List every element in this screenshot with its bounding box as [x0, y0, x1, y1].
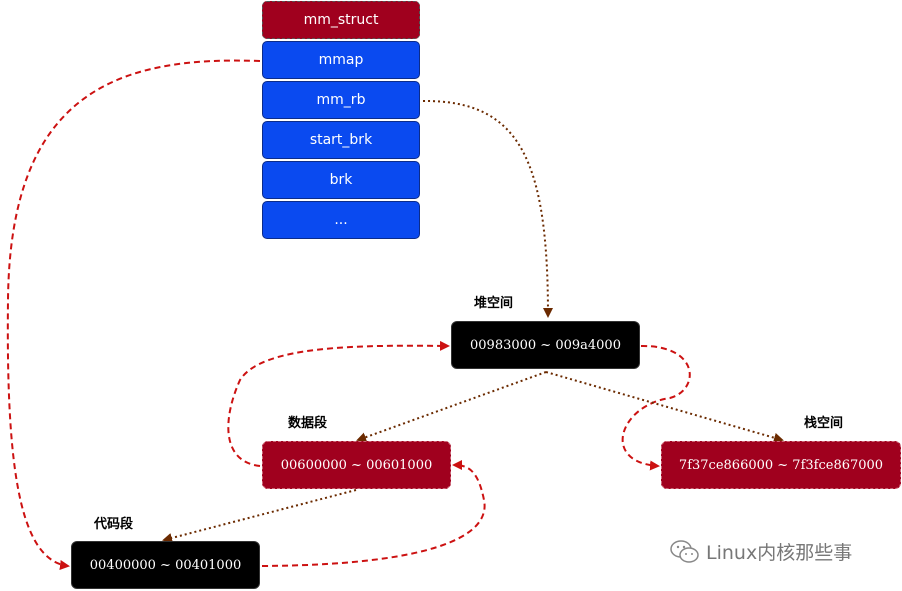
code-segment-label: 代码段	[94, 517, 134, 532]
data-segment-label: 数据段	[288, 416, 328, 431]
heap-node: 00983000 ~ 009a4000	[451, 321, 640, 369]
arrow-mmrb-to-heap	[422, 99, 553, 318]
field-brk: brk	[262, 161, 420, 199]
data-segment-node: 00600000 ~ 00601000	[262, 441, 451, 489]
mm-struct-header: mm_struct	[262, 1, 420, 39]
arrow-data-to-heap	[227, 340, 450, 467]
wechat-icon	[670, 539, 699, 563]
field-mmap: mmap	[262, 41, 420, 79]
stack-label: 栈空间	[804, 416, 844, 431]
watermark-text: Linux内核那些事	[706, 542, 853, 564]
arrow-mmap-to-code	[6, 59, 261, 570]
arrow-heap-to-stack-tree	[545, 371, 784, 443]
watermark: Linux内核那些事	[670, 538, 852, 565]
code-segment-node: 00400000 ~ 00401000	[71, 541, 260, 589]
heap-label: 堆空间	[474, 296, 514, 311]
field-start-brk: start_brk	[262, 121, 420, 159]
field-ellipsis: ...	[262, 201, 420, 239]
arrow-heap-to-stack	[621, 344, 691, 471]
arrow-heap-to-data	[356, 371, 547, 442]
stack-node: 7f37ce866000 ~ 7f3fce867000	[661, 441, 901, 489]
arrow-data-to-code	[162, 489, 357, 543]
field-mm-rb: mm_rb	[262, 81, 420, 119]
arrow-code-to-data	[261, 460, 486, 567]
